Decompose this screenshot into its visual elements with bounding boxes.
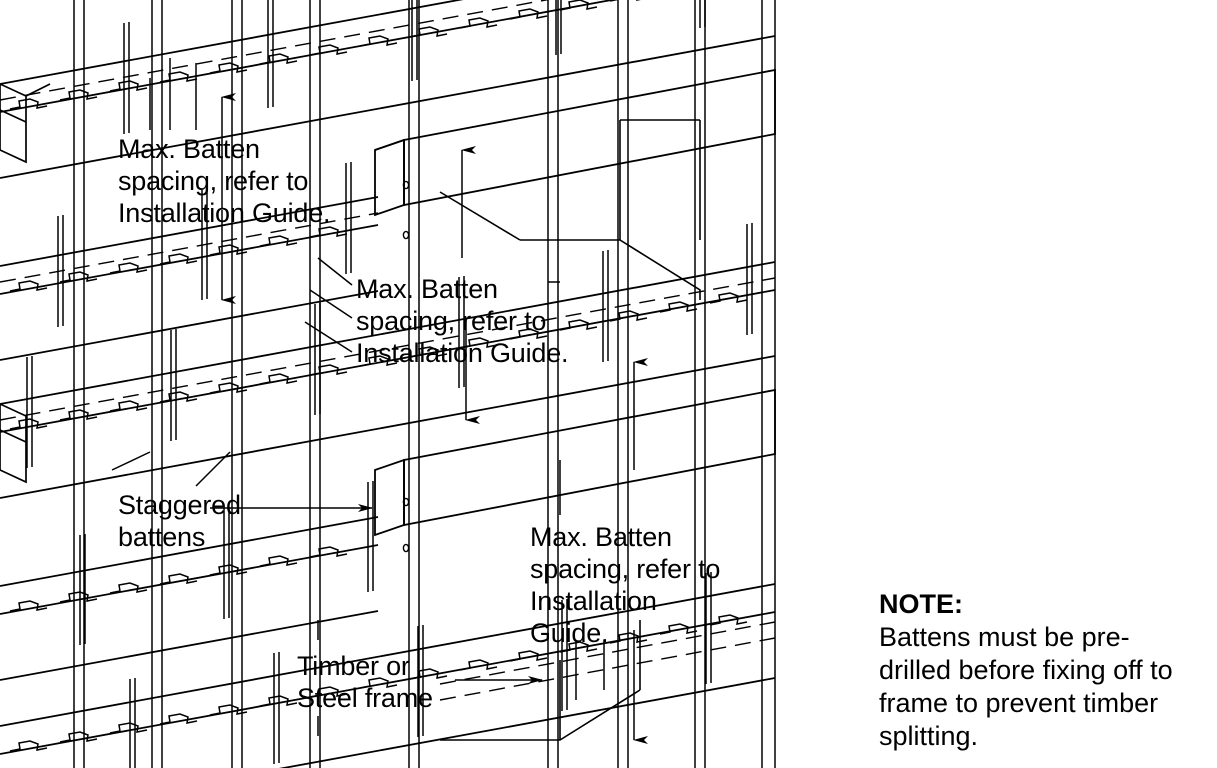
note-block: NOTE: Battens must be pre- drilled befor… bbox=[879, 588, 1189, 753]
batten-end-box-1 bbox=[0, 83, 51, 164]
leader-staggered-tick-b bbox=[111, 451, 151, 471]
fixing-hole-marks-upper bbox=[402, 180, 410, 240]
note-heading: NOTE: bbox=[879, 589, 963, 619]
batten-course-5 bbox=[0, 572, 776, 768]
callout-timber-or-steel-frame: Timber or Steel frame bbox=[297, 651, 433, 713]
frame-studs bbox=[73, 0, 776, 768]
fixing-hole-marks-lower bbox=[402, 497, 410, 553]
batten-course-4 bbox=[0, 388, 776, 681]
wall-plane-shadows bbox=[439, 119, 701, 741]
callout-max-batten-spacing-middle: Max. Batten spacing, refer to Installati… bbox=[356, 274, 569, 368]
board-joints-course-3 bbox=[26, 223, 753, 468]
batten-course-3 bbox=[0, 223, 776, 499]
castellation-course-5 bbox=[9, 614, 748, 752]
leader-mid-b bbox=[309, 289, 353, 319]
leader-mid-a bbox=[317, 257, 353, 286]
note-body: Battens must be pre- drilled before fixi… bbox=[879, 622, 1173, 751]
castellation-course-3 bbox=[9, 292, 748, 430]
castellation-course-2a bbox=[9, 226, 348, 292]
drawing-body bbox=[0, 0, 776, 768]
board-joints-course-4 bbox=[79, 481, 374, 645]
dimension-arrows bbox=[221, 93, 648, 744]
board-joints-course-2a bbox=[57, 162, 352, 327]
batten-course-1 bbox=[0, 0, 776, 179]
leader-lines bbox=[111, 58, 605, 736]
board-joints-course-1 bbox=[123, 0, 706, 134]
callout-max-batten-spacing-top: Max. Batten spacing, refer to Installati… bbox=[118, 134, 331, 228]
batten-end-box-3 bbox=[0, 403, 27, 484]
castellation-course-1 bbox=[9, 0, 641, 110]
callout-staggered-battens: Staggered battens bbox=[118, 490, 241, 552]
leader-staggered-tick-a bbox=[195, 451, 231, 487]
board-joints-course-5 bbox=[129, 572, 712, 768]
leader-mid-c bbox=[304, 321, 353, 353]
batten-course-2 bbox=[0, 68, 776, 361]
callout-max-batten-spacing-lower: Max. Batten spacing, refer to Installati… bbox=[530, 522, 721, 648]
